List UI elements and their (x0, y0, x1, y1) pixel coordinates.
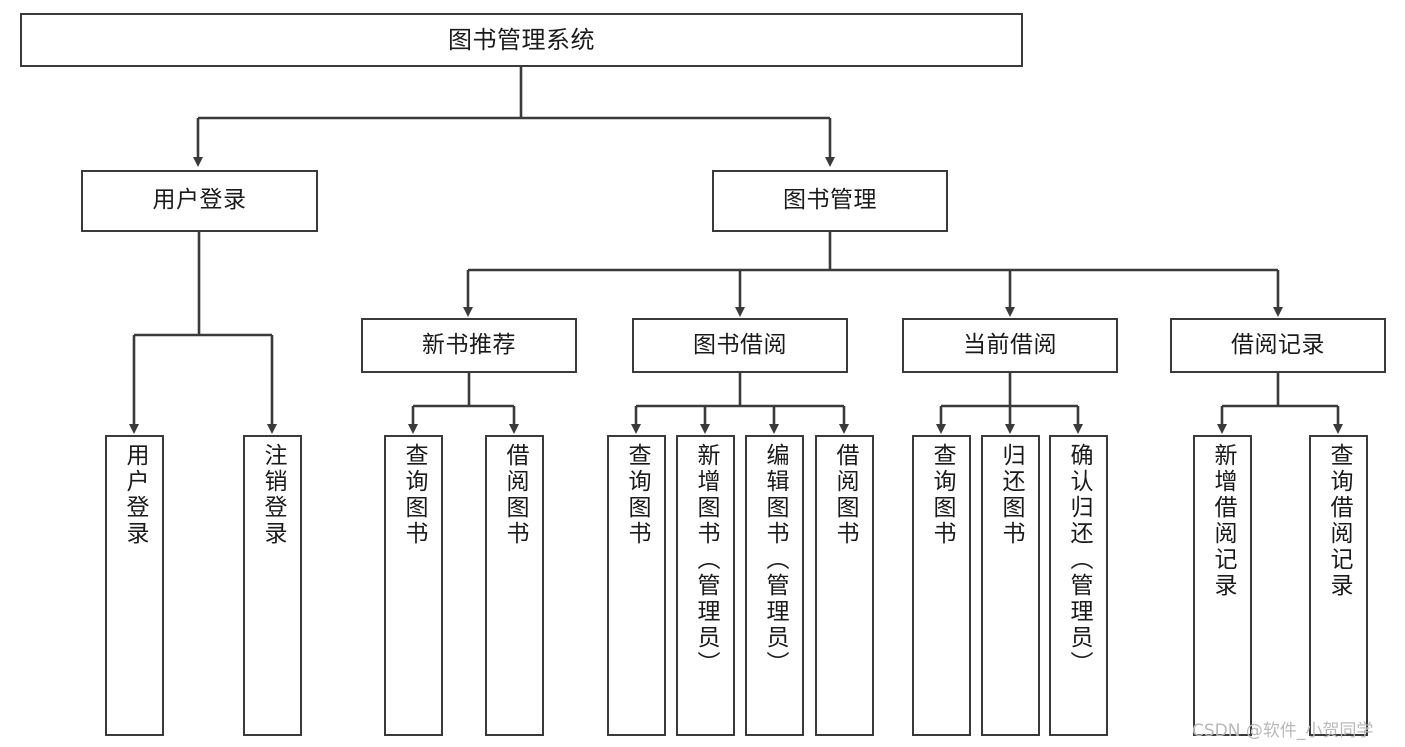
node-label: 借阅图书 (502, 443, 528, 547)
node-current-borrow[interactable]: 当前借阅 (902, 318, 1118, 373)
node-label: 借阅记录 (1231, 331, 1325, 358)
node-leaf-confirm-return[interactable]: 确认归还（管理员） (1049, 435, 1108, 736)
node-leaf-query-book-1[interactable]: 查询图书 (384, 435, 443, 736)
node-leaf-logout[interactable]: 注销登录 (243, 435, 302, 736)
node-leaf-query-record[interactable]: 查询借阅记录 (1309, 435, 1368, 736)
node-leaf-add-record[interactable]: 新增借阅记录 (1193, 435, 1252, 736)
node-root-book-management-system[interactable]: 图书管理系统 (20, 13, 1023, 67)
node-leaf-add-book[interactable]: 新增图书（管理员） (676, 435, 735, 736)
node-leaf-query-book-3[interactable]: 查询图书 (912, 435, 971, 736)
watermark-text: CSDN @软件_小贺同学 (1192, 721, 1374, 741)
node-label: 注销登录 (260, 443, 286, 547)
node-label: 查询借阅记录 (1326, 443, 1352, 599)
node-label: 归还图书 (998, 443, 1024, 547)
node-label: 新增图书（管理员） (693, 443, 719, 677)
node-label: 图书管理 (783, 187, 877, 214)
node-label: 借阅图书 (832, 443, 858, 547)
node-book-management[interactable]: 图书管理 (712, 170, 948, 232)
node-label: 用户登录 (152, 187, 247, 214)
node-label: 新增借阅记录 (1210, 443, 1236, 599)
node-label: 新书推荐 (422, 331, 516, 358)
node-leaf-edit-book[interactable]: 编辑图书（管理员） (745, 435, 804, 736)
node-leaf-user-login[interactable]: 用户登录 (105, 435, 164, 736)
node-label: 图书借阅 (693, 331, 787, 358)
node-borrow-record[interactable]: 借阅记录 (1170, 318, 1386, 373)
node-label: 查询图书 (401, 443, 427, 547)
node-label: 查询图书 (929, 443, 955, 547)
node-book-borrow[interactable]: 图书借阅 (632, 318, 848, 373)
node-leaf-return-book[interactable]: 归还图书 (981, 435, 1040, 736)
node-label: 查询图书 (624, 443, 650, 547)
node-leaf-borrow-book-2[interactable]: 借阅图书 (815, 435, 874, 736)
node-leaf-query-book-2[interactable]: 查询图书 (607, 435, 666, 736)
node-label: 用户登录 (122, 443, 148, 547)
node-user-login[interactable]: 用户登录 (81, 170, 318, 232)
node-label: 编辑图书（管理员） (762, 443, 788, 677)
node-new-book-recommend[interactable]: 新书推荐 (361, 318, 577, 373)
node-label: 图书管理系统 (448, 25, 595, 54)
node-leaf-borrow-book-1[interactable]: 借阅图书 (485, 435, 544, 736)
node-label: 确认归还（管理员） (1066, 443, 1092, 677)
node-label: 当前借阅 (963, 331, 1057, 358)
